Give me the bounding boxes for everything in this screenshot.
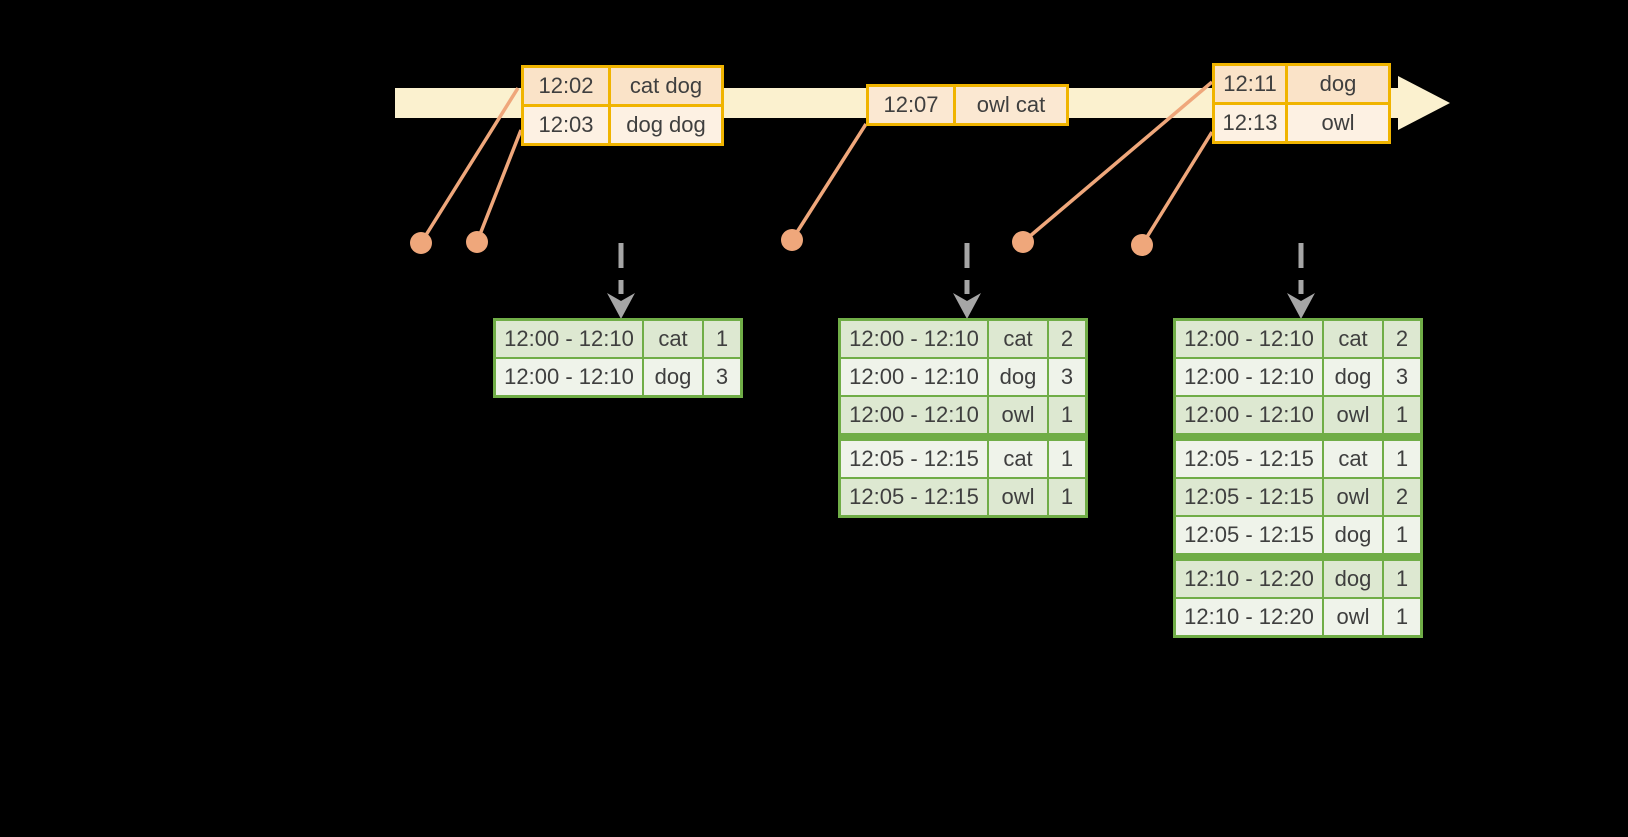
trigger-arrowhead-icon	[1287, 293, 1315, 319]
result-cell: 3	[704, 359, 740, 395]
result-cell: 1	[1384, 599, 1420, 635]
event-cell: 12:13	[1215, 105, 1285, 141]
result-cell: dog	[1324, 359, 1382, 395]
trigger-arrowhead-icon	[953, 293, 981, 319]
result-cell: 12:05 - 12:15	[841, 441, 987, 477]
event-dot	[1012, 231, 1034, 253]
result-cell: 12:00 - 12:10	[1176, 397, 1322, 433]
result-cell: cat	[644, 321, 702, 357]
result-cell: 1	[1049, 479, 1085, 515]
event-dot	[1131, 234, 1153, 256]
event-cell: owl	[1288, 105, 1388, 141]
event-connector-line	[419, 87, 520, 244]
window-group-separator	[1176, 435, 1420, 439]
result-cell: 12:05 - 12:15	[1176, 517, 1322, 553]
window-group-separator	[1176, 555, 1420, 559]
event-dot	[410, 232, 432, 254]
result-cell: 12:10 - 12:20	[1176, 599, 1322, 635]
event-cell: 12:07	[869, 87, 953, 123]
result-cell: dog	[1324, 517, 1382, 553]
event-connector-line	[475, 129, 523, 243]
result-cell: 1	[1384, 561, 1420, 597]
result-cell: 12:05 - 12:15	[1176, 441, 1322, 477]
result-cell: 2	[1384, 321, 1420, 357]
event-cell: owl cat	[956, 87, 1066, 123]
result-cell: 2	[1384, 479, 1420, 515]
result-cell: owl	[1324, 397, 1382, 433]
result-cell: 1	[1049, 397, 1085, 433]
result-cell: 2	[1049, 321, 1085, 357]
event-cell: dog dog	[611, 107, 721, 143]
result-cell: cat	[1324, 321, 1382, 357]
event-connector-line	[1021, 80, 1214, 244]
event-cell: 12:02	[524, 68, 608, 104]
result-cell: dog	[644, 359, 702, 395]
result-cell: 12:05 - 12:15	[1176, 479, 1322, 515]
result-cell: 12:00 - 12:10	[1176, 359, 1322, 395]
result-cell: 12:00 - 12:10	[496, 359, 642, 395]
event-cell: cat dog	[611, 68, 721, 104]
event-dot	[466, 231, 488, 253]
result-cell: dog	[989, 359, 1047, 395]
result-cell: owl	[989, 479, 1047, 515]
result-cell: cat	[989, 321, 1047, 357]
result-cell: cat	[989, 441, 1047, 477]
event-connector-line	[1140, 131, 1214, 246]
result-cell: 1	[1384, 397, 1420, 433]
result-cell: 12:00 - 12:10	[496, 321, 642, 357]
result-cell: 3	[1384, 359, 1420, 395]
result-cell: 12:00 - 12:10	[841, 397, 987, 433]
result-cell: 3	[1049, 359, 1085, 395]
result-cell: 1	[704, 321, 740, 357]
event-cell: 12:11	[1215, 66, 1285, 102]
event-dot	[781, 229, 803, 251]
result-cell: dog	[1324, 561, 1382, 597]
timeline-arrowhead-icon	[1398, 76, 1450, 130]
result-cell: 1	[1384, 517, 1420, 553]
result-cell: owl	[1324, 479, 1382, 515]
window-group-separator	[841, 435, 1085, 439]
result-cell: 1	[1049, 441, 1085, 477]
result-cell: 12:10 - 12:20	[1176, 561, 1322, 597]
event-cell: 12:03	[524, 107, 608, 143]
result-cell: owl	[989, 397, 1047, 433]
result-cell: 1	[1384, 441, 1420, 477]
event-cell: dog	[1288, 66, 1388, 102]
result-cell: cat	[1324, 441, 1382, 477]
result-cell: owl	[1324, 599, 1382, 635]
event-connector-line	[790, 123, 868, 241]
trigger-arrowhead-icon	[607, 293, 635, 319]
result-cell: 12:00 - 12:10	[1176, 321, 1322, 357]
result-cell: 12:05 - 12:15	[841, 479, 987, 515]
result-cell: 12:00 - 12:10	[841, 359, 987, 395]
result-cell: 12:00 - 12:10	[841, 321, 987, 357]
